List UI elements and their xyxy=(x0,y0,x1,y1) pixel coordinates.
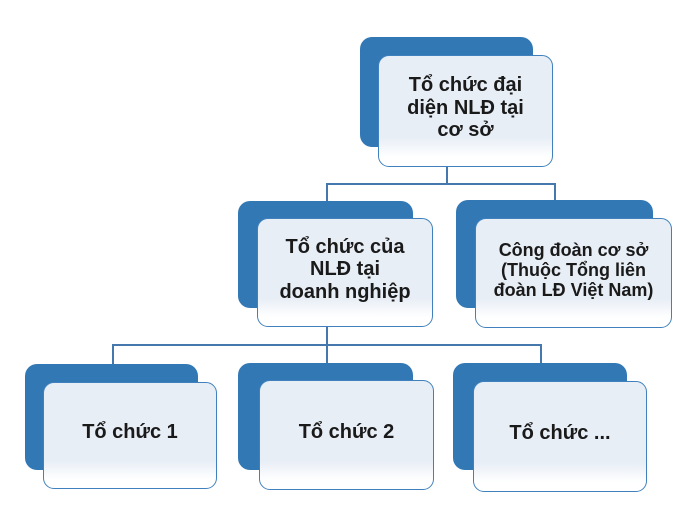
node-l2-left-label-line: doanh nghiệp xyxy=(279,280,411,303)
node-b3-box: Tổ chức ... xyxy=(473,381,647,492)
node-l2-left-label: Tổ chức của NLĐ tại doanh nghiệp xyxy=(279,236,410,309)
node-b1-label-line: Tổ chức 1 xyxy=(82,421,178,444)
node-b1-label: Tổ chức 1 xyxy=(82,421,178,449)
node-b2-label-line: Tổ chức 2 xyxy=(298,420,395,443)
node-l2-right-box: Công đoàn cơ sở (Thuộc Tổng liên đoàn LĐ… xyxy=(475,218,672,328)
connector-root-stub xyxy=(446,166,448,184)
connector-level2-left-drop xyxy=(326,183,328,205)
connector-l2left-stub xyxy=(326,327,328,365)
node-l2-right-label-line: đoàn LĐ Việt Nam) xyxy=(493,280,654,301)
connector-level3-right-drop xyxy=(540,344,542,366)
node-b3-label: Tổ chức ... xyxy=(509,422,610,450)
node-root-label-line: cơ sở xyxy=(437,119,494,142)
node-l2-left-label-line: NLĐ tại xyxy=(310,258,380,281)
node-root-label-line: diện NLĐ tại xyxy=(407,96,524,119)
node-b2-box: Tổ chức 2 xyxy=(259,380,434,490)
connector-level2-right-drop xyxy=(554,183,556,203)
node-root-box: Tổ chức đại diện NLĐ tại cơ sở xyxy=(378,55,553,167)
node-l2-left-box: Tổ chức của NLĐ tại doanh nghiệp xyxy=(257,218,433,327)
node-root-label: Tổ chức đại diện NLĐ tại cơ sở xyxy=(407,74,524,147)
node-root-label-line: Tổ chức đại xyxy=(408,74,523,97)
connector-level2-horizontal xyxy=(326,183,556,185)
node-l2-right-label: Công đoàn cơ sở (Thuộc Tổng liên đoàn LĐ… xyxy=(494,240,654,306)
node-b3-label-line: Tổ chức ... xyxy=(509,422,611,445)
node-l2-right-label-line: Công đoàn cơ sở xyxy=(498,239,649,260)
connector-level3-left-drop xyxy=(112,344,114,366)
node-l2-left-label-line: Tổ chức của xyxy=(285,235,405,258)
node-l2-right-label-line: (Thuộc Tổng liên xyxy=(501,259,646,280)
node-b2-label: Tổ chức 2 xyxy=(299,421,395,449)
connector-level3-horizontal xyxy=(112,344,542,346)
node-b1-box: Tổ chức 1 xyxy=(43,382,217,489)
